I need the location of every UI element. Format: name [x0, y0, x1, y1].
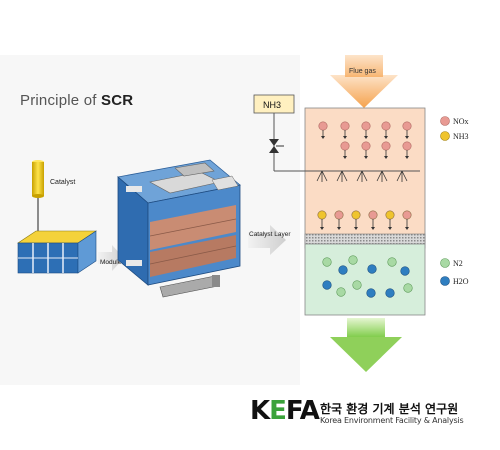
- valve-icon: [269, 139, 284, 153]
- nh3-particle: [385, 210, 395, 220]
- nozzle-spray: [356, 170, 363, 182]
- nh3-particle: [351, 210, 361, 220]
- catalyst-module: [117, 159, 241, 298]
- nh3-particle: [317, 210, 327, 220]
- nox-particle: [402, 141, 412, 151]
- kefa-logo: KEFA: [250, 396, 320, 426]
- catalyst-block: [17, 230, 97, 274]
- h2o-particle: [400, 266, 410, 276]
- logo-e: E: [269, 396, 287, 426]
- nox-particle: [368, 210, 378, 220]
- flow-arrowhead: [320, 227, 324, 230]
- nh3-tank-label: NH3: [263, 100, 281, 110]
- flow-arrowhead: [384, 136, 388, 139]
- nozzle-spray: [381, 170, 388, 182]
- flow-arrowhead: [405, 227, 409, 230]
- h2o-particle: [385, 288, 395, 298]
- nox-particle: [318, 121, 328, 131]
- h2o-particle: [367, 264, 377, 274]
- legend-h2o-label: H2O: [453, 277, 469, 286]
- arrow-to-layer: [248, 225, 286, 255]
- arrow-to-module: [98, 245, 124, 271]
- flue-gas-arrow: [330, 55, 398, 108]
- legend: NOx NH3 N2 H2O: [440, 116, 469, 286]
- reactor: [304, 107, 426, 316]
- page-title: Principle of SCR: [20, 92, 133, 109]
- flow-arrowhead: [388, 227, 392, 230]
- catalyst-layer-label: Catalyst Layer: [249, 231, 291, 238]
- nox-particle: [402, 121, 412, 131]
- nox-particle: [381, 141, 391, 151]
- legend-nh3-swatch: [440, 131, 450, 141]
- title-prefix: Principle of: [20, 92, 101, 109]
- nox-particle: [334, 210, 344, 220]
- flow-arrowhead: [321, 136, 325, 139]
- flow-arrowhead: [371, 227, 375, 230]
- n2-particle: [322, 257, 332, 267]
- n2-particle: [352, 280, 362, 290]
- nozzle-spray: [401, 170, 408, 182]
- flow-arrowhead: [364, 136, 368, 139]
- logo-f: F: [285, 396, 301, 426]
- title-emphasis: SCR: [100, 92, 134, 109]
- nox-particle: [402, 210, 412, 220]
- nox-particle: [340, 141, 350, 151]
- n2-particle: [387, 257, 397, 267]
- nozzle-spray: [336, 170, 343, 182]
- legend-n2-swatch: [440, 258, 450, 268]
- legend-nox-swatch: [440, 116, 450, 126]
- flow-arrowhead: [337, 227, 341, 230]
- h2o-particle: [338, 265, 348, 275]
- nozzle-spray: [341, 170, 348, 182]
- flow-arrowhead: [354, 227, 358, 230]
- flow-arrowhead: [405, 136, 409, 139]
- flow-arrowhead: [405, 156, 409, 159]
- flow-arrowhead: [384, 156, 388, 159]
- flow-arrowhead: [343, 136, 347, 139]
- particles: [317, 121, 413, 298]
- h2o-particle: [322, 280, 332, 290]
- nox-particle: [340, 121, 350, 131]
- injection-nozzles: [316, 170, 408, 182]
- nox-particle: [361, 121, 371, 131]
- logo-name-english: Korea Environment Facility & Analysis: [320, 416, 464, 425]
- n2-particle: [348, 255, 358, 265]
- legend-nox-label: NOx: [453, 117, 469, 126]
- n2-particle: [403, 283, 413, 293]
- module-label: Module: [100, 259, 122, 266]
- logo-name-korean: 한국 환경 기계 분석 연구원: [320, 402, 459, 416]
- catalyst-mesh: [304, 233, 426, 245]
- legend-n2-label: N2: [453, 259, 463, 268]
- h2o-particle: [366, 288, 376, 298]
- outlet-arrow: [330, 318, 402, 372]
- logo-k: K: [250, 396, 270, 426]
- nox-particle: [381, 121, 391, 131]
- nozzle-spray: [396, 170, 403, 182]
- catalyst-pellet: [32, 160, 44, 232]
- legend-h2o-swatch: [440, 276, 450, 286]
- n2-particle: [336, 287, 346, 297]
- flow-arrowhead: [364, 156, 368, 159]
- catalyst-label: Catalyst: [50, 179, 75, 186]
- nox-particle: [361, 141, 371, 151]
- legend-nh3-label: NH3: [453, 132, 469, 141]
- nozzle-spray: [361, 170, 368, 182]
- nozzle-spray: [321, 170, 328, 182]
- flow-arrowhead: [343, 156, 347, 159]
- nozzle-spray: [316, 170, 323, 182]
- nozzle-spray: [376, 170, 383, 182]
- flue-gas-label: Flue gas: [349, 68, 376, 75]
- logo-a: A: [299, 396, 320, 426]
